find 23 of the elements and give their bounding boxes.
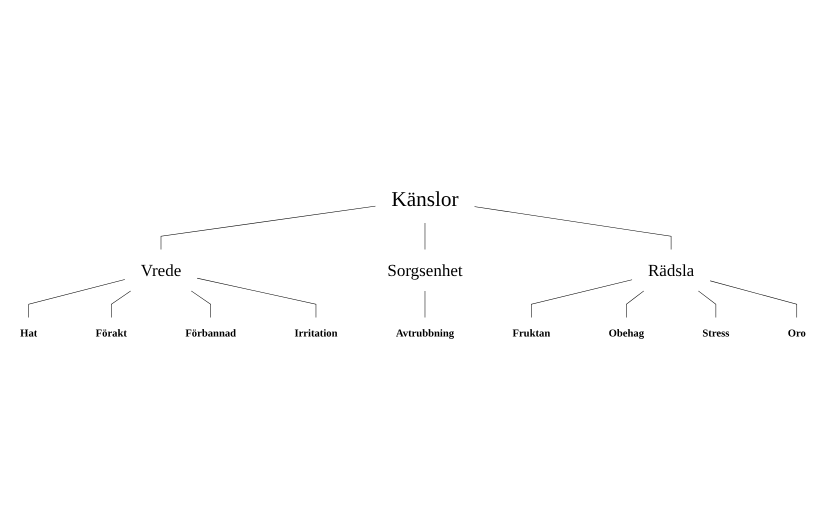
- node-text: Hat: [20, 327, 38, 339]
- node-text: Obehag: [608, 327, 644, 339]
- connector: [626, 290, 644, 318]
- connector: [111, 290, 131, 318]
- connector: [191, 290, 211, 318]
- node-text: Rädsla: [648, 260, 694, 280]
- connector: [28, 278, 126, 318]
- node-text: Fruktan: [512, 327, 550, 339]
- node-text: Irritation: [294, 327, 338, 339]
- node-text: Stress: [702, 327, 730, 339]
- node-text: Vrede: [140, 260, 182, 280]
- node-text: Oro: [788, 327, 806, 339]
- connector: [531, 279, 632, 318]
- node-text: Avtrubbning: [396, 327, 454, 339]
- node-text: Förakt: [96, 327, 127, 339]
- connector: [160, 206, 376, 250]
- connector: [698, 290, 716, 318]
- node-text: Förbannad: [185, 327, 236, 339]
- connector: [710, 280, 798, 318]
- node-text: Känslor: [391, 186, 459, 211]
- connector: [474, 206, 672, 250]
- node-text: Sorgsenhet: [387, 260, 463, 280]
- connector: [196, 278, 316, 318]
